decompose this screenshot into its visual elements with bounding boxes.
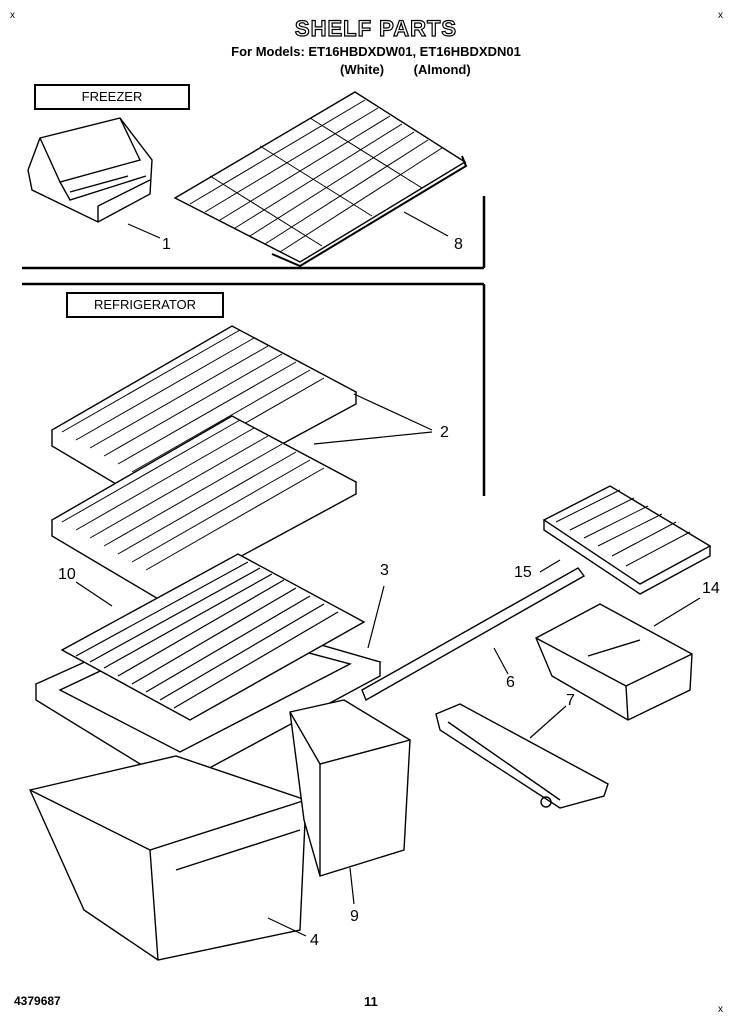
callout-3: 3 [380, 562, 389, 579]
callout-14: 14 [702, 580, 720, 597]
cover-support-part [435, 703, 609, 809]
leader-lines [75, 211, 701, 937]
lower-glass-shelf-part [50, 415, 358, 601]
meat-pan-part [535, 603, 693, 721]
freezer-basket-part [27, 117, 153, 223]
corner-mark-bottom-right: x [718, 1004, 723, 1015]
page-number: 11 [364, 994, 378, 1009]
callout-1: 1 [162, 236, 171, 253]
freezer-section-label: FREEZER [34, 84, 190, 110]
corner-mark-top-left: x [10, 10, 15, 21]
callout-10: 10 [58, 566, 76, 583]
large-crisper-drawer-part [29, 755, 307, 961]
callout-15: 15 [514, 564, 532, 581]
freezer-wire-shelf-part [173, 91, 468, 268]
trim-strip-part [361, 567, 586, 702]
models-line: For Models: ET16HBDXDW01, ET16HBDXDN01 [231, 44, 521, 59]
document-id: 4379687 [14, 994, 61, 1008]
callout-2: 2 [440, 424, 449, 441]
callout-7: 7 [566, 692, 575, 709]
page-title: SHELF PARTS [294, 15, 458, 41]
callout-6: 6 [506, 674, 515, 691]
small-crisper-drawer-part [289, 699, 411, 877]
crisper-glass-cover-part [60, 553, 366, 721]
callout-8: 8 [454, 236, 463, 253]
refrigerator-section-label: REFRIGERATOR [66, 292, 224, 318]
finishes-line: (White) (Almond) [340, 62, 471, 77]
meat-pan-cover-part [542, 485, 712, 595]
callout-9: 9 [350, 908, 359, 925]
corner-mark-top-right: x [718, 10, 723, 21]
callout-4: 4 [310, 932, 319, 949]
